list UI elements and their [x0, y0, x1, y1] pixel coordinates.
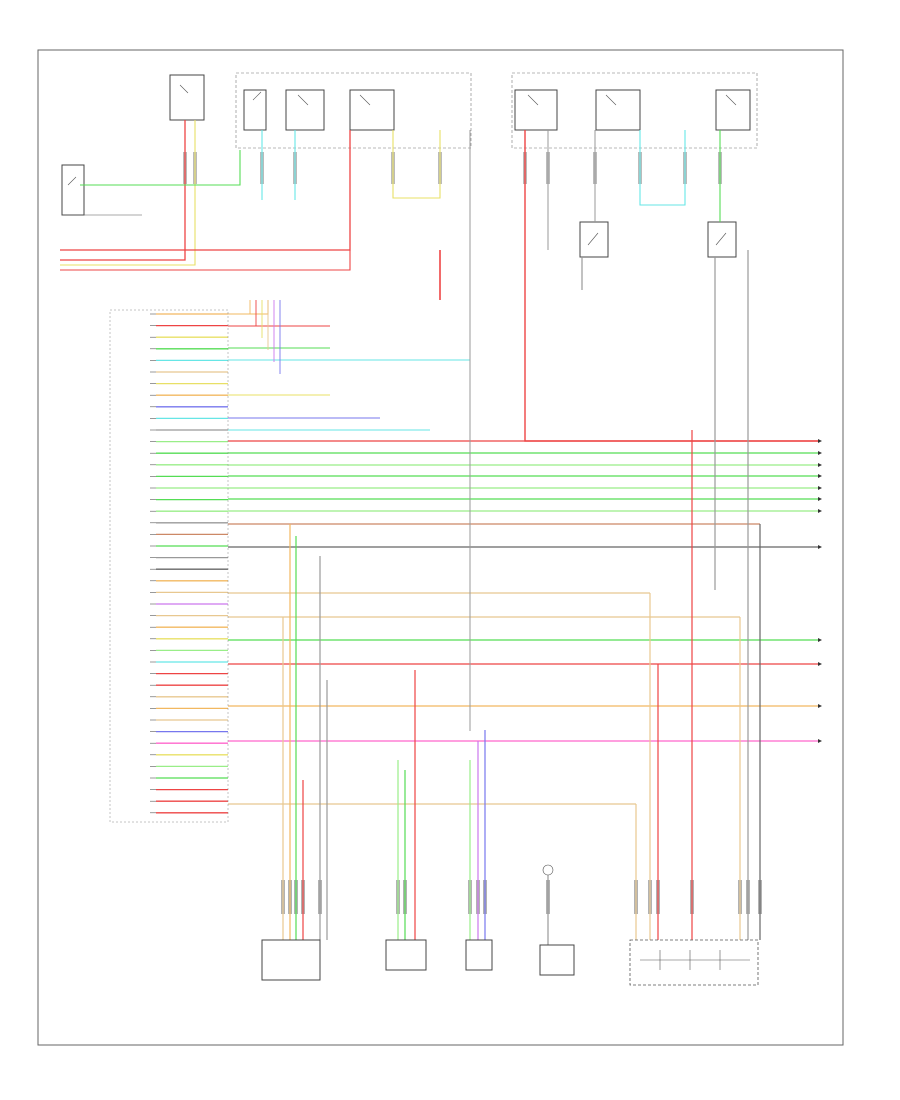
continuation-arrow — [818, 638, 822, 642]
continuation-arrow — [818, 509, 822, 513]
feed-wire-red-main — [524, 130, 818, 442]
continuation-arrow — [818, 497, 822, 501]
pcm-connector-pins — [150, 313, 156, 814]
ignition-switch-symbol — [62, 176, 142, 216]
trs-box — [465, 939, 493, 971]
feed-wire-yellow — [60, 120, 196, 266]
feed-wire-red-3 — [60, 250, 351, 271]
continuation-arrow — [818, 463, 822, 467]
fuse-panel-outline-2 — [511, 72, 758, 149]
fuse-panel-outline — [235, 72, 472, 149]
continuation-arrow — [818, 474, 822, 478]
feed-wire-red-2 — [60, 130, 351, 251]
left-note — [48, 842, 108, 882]
diagram-border — [37, 49, 844, 1046]
vss-box — [385, 939, 427, 971]
feed-wire-cyan-c — [639, 130, 686, 206]
brake-switch-box — [629, 939, 759, 986]
continuation-arrow — [818, 451, 822, 455]
wire-harness — [60, 120, 822, 945]
bottom-components — [261, 864, 759, 986]
inertia-switch-box — [579, 221, 609, 258]
feed-wire-red — [60, 120, 186, 261]
feed-wire-green — [80, 150, 241, 186]
continuation-arrow — [818, 739, 822, 743]
continuation-arrow — [818, 545, 822, 549]
continuation-arrow — [818, 704, 822, 708]
continuation-arrow — [818, 439, 822, 443]
continuation-arrow — [818, 662, 822, 666]
feed-wire-yellow-b — [392, 130, 441, 199]
ignition-switch-box — [61, 164, 85, 216]
data-link-connector-box — [261, 939, 321, 981]
fuel-pump-box — [539, 944, 575, 976]
top-connectors — [183, 152, 762, 914]
fuse-boxes — [169, 74, 751, 131]
brake-pressure-switch-box — [707, 221, 737, 258]
continuation-arrow — [818, 486, 822, 490]
pcm-connector-outline — [109, 309, 229, 823]
